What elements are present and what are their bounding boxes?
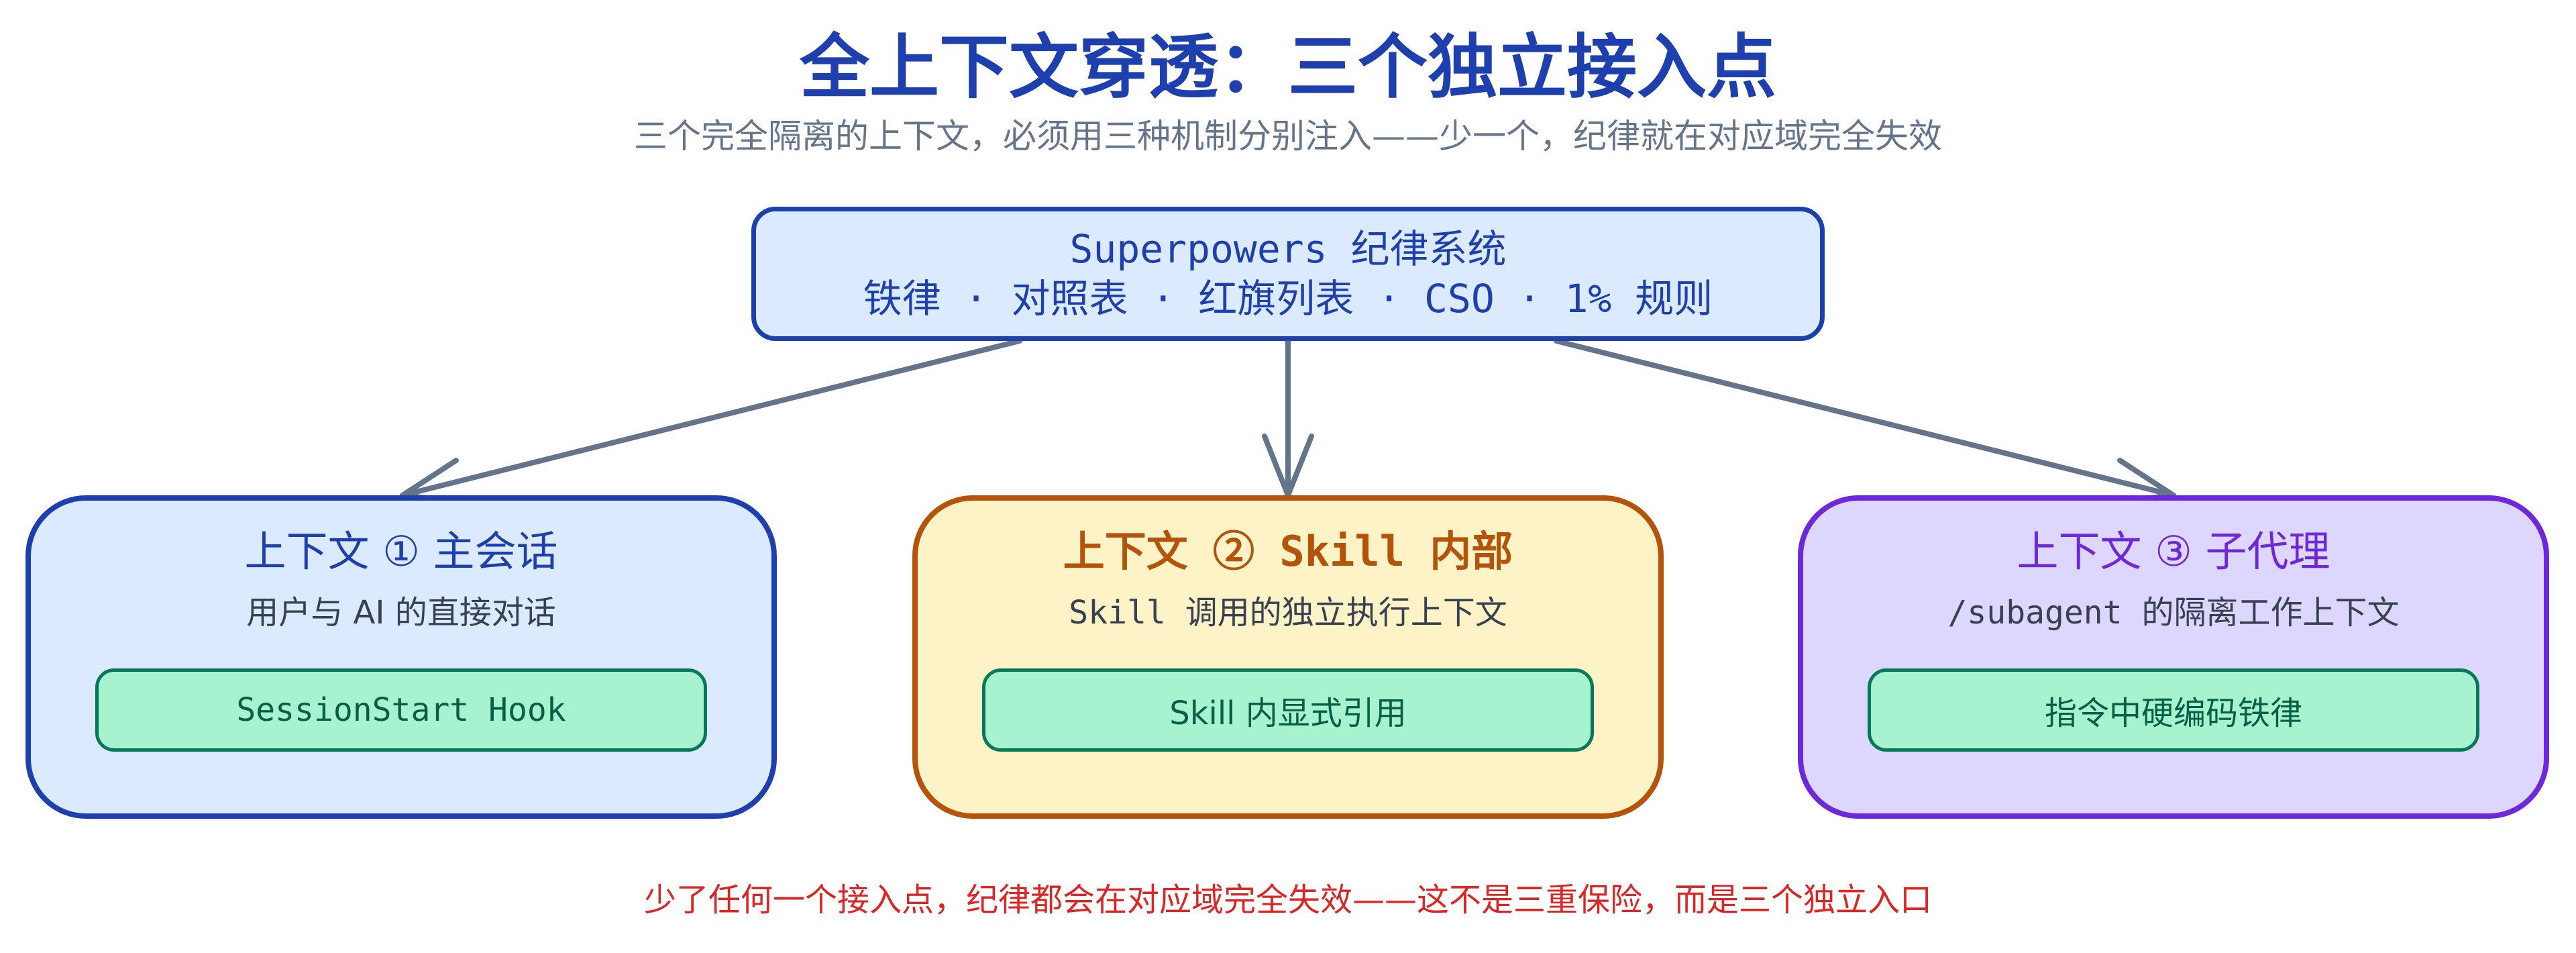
injection-mechanism: 指令中硬编码铁律 [1868, 668, 2479, 752]
system-components: 铁律 · 对照表 · 红旗列表 · CSO · 1% 规则 [863, 276, 1713, 321]
context-description: 用户与 AI 的直接对话 [246, 594, 556, 632]
footer-warning: 少了任何一个接入点，纪律都会在对应域完全失效——这不是三重保险，而是三个独立入口 [643, 881, 1932, 919]
diagram-subtitle: 三个完全隔离的上下文，必须用三种机制分别注入——少一个，纪律就在对应域完全失效 [634, 117, 1942, 156]
injection-mechanism: SessionStart Hook [95, 668, 707, 752]
context-main-session: 上下文 ① 主会话 用户与 AI 的直接对话 SessionStart Hook [25, 495, 777, 819]
discipline-system-box: Superpowers 纪律系统 铁律 · 对照表 · 红旗列表 · CSO ·… [751, 207, 1825, 341]
context-skill-internal: 上下文 ② Skill 内部 Skill 调用的独立执行上下文 Skill 内显… [912, 495, 1664, 819]
context-title: 上下文 ③ 子代理 [2017, 527, 2330, 576]
context-title: 上下文 ② Skill 内部 [1063, 527, 1513, 576]
injection-mechanism: Skill 内显式引用 [982, 668, 1594, 752]
context-description: /subagent 的隔离工作上下文 [1947, 594, 2400, 632]
context-description: Skill 调用的独立执行上下文 [1069, 594, 1507, 632]
system-name: Superpowers 纪律系统 [1069, 226, 1507, 272]
context-subagent: 上下文 ③ 子代理 /subagent 的隔离工作上下文 指令中硬编码铁律 [1798, 495, 2549, 819]
arrow-to-context-3 [1554, 338, 2176, 498]
arrow-to-context-1 [400, 338, 1022, 498]
diagram-title: 全上下文穿透：三个独立接入点 [799, 26, 1776, 108]
context-title: 上下文 ① 主会话 [244, 527, 558, 576]
